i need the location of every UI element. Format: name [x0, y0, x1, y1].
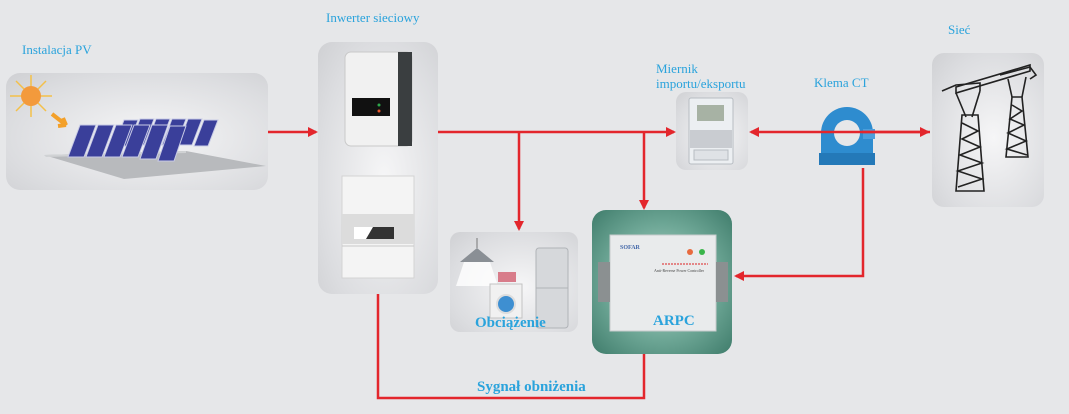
appliances-icon	[456, 238, 569, 329]
inverter-icon	[341, 51, 415, 279]
meter-label-line1: Miernik	[656, 61, 698, 76]
pv-installation-label: Instalacja PV	[22, 42, 92, 57]
meter-label-line2: importu/eksportu	[656, 76, 746, 91]
import-export-meter-box	[676, 92, 748, 170]
arpc-brand: SOFAR	[620, 245, 640, 251]
arpc-device-title: Anti-Reverse Power Controller	[654, 268, 704, 273]
solar-panels-icon	[10, 75, 266, 179]
fridge-icon	[535, 247, 569, 329]
power-pylon-icon	[941, 63, 1038, 192]
load-box	[450, 232, 578, 332]
grid-box	[932, 53, 1044, 207]
inverter-label: Inwerter sieciowy	[326, 10, 420, 25]
grid-label: Sieć	[948, 22, 971, 37]
curtailment-signal-label: Sygnał obniżenia	[477, 379, 586, 395]
load-label: Obciążenie	[475, 315, 546, 331]
arpc-label: ARPC	[653, 313, 695, 329]
sun-icon	[10, 75, 52, 117]
washing-machine-icon	[489, 272, 523, 319]
ct-to-arpc-wire	[734, 168, 865, 281]
curtailment-signal-wire	[376, 294, 646, 400]
lamp-icon	[456, 238, 498, 286]
arpc-box: SOFAR Anti-Reverse Power Controller	[592, 210, 732, 354]
ct-clamp-label: Klema CT	[814, 75, 869, 90]
energy-meter-icon	[688, 97, 734, 165]
arpc-controller-icon	[598, 234, 728, 332]
grid-inverter-box	[318, 42, 438, 294]
pv-installation-box	[6, 73, 268, 190]
